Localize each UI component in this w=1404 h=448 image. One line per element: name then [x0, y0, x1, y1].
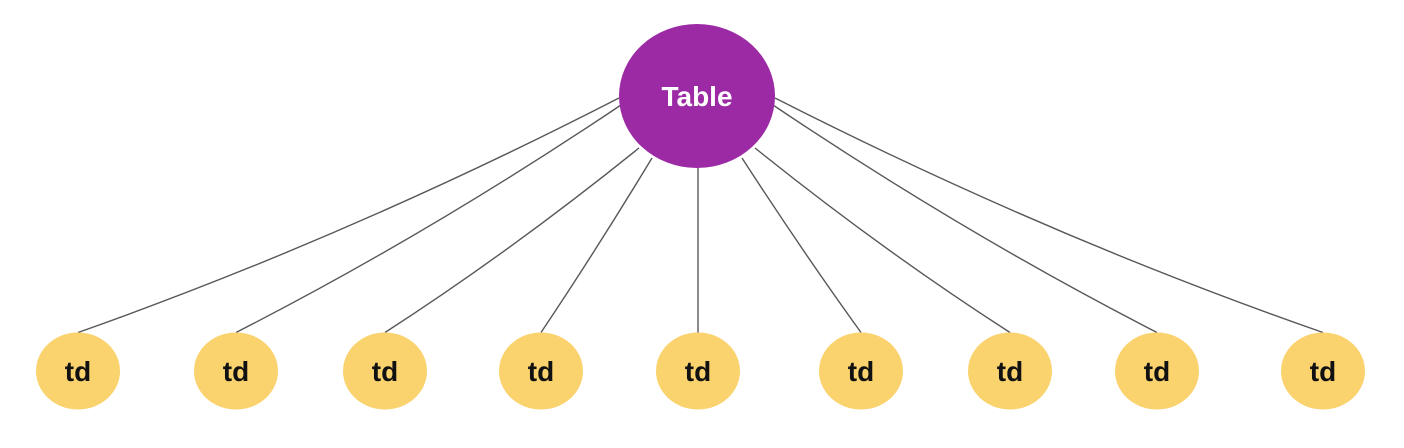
- node-td-9-shape: [1281, 332, 1365, 410]
- node-td-7: td: [968, 332, 1052, 410]
- node-td-7-shape: [968, 332, 1052, 410]
- node-td-1-shape: [36, 332, 120, 410]
- edge-table-td-6: [741, 157, 862, 333]
- edge-table-td-7: [754, 147, 1011, 334]
- edge-table-td-3: [384, 147, 640, 334]
- edge-table-td-8: [772, 104, 1158, 334]
- node-td-4-shape: [499, 332, 583, 410]
- node-td-3-shape: [343, 332, 427, 410]
- node-td-2-shape: [194, 332, 278, 410]
- node-td-6-shape: [819, 332, 903, 410]
- edge-table-td-4: [540, 157, 653, 333]
- node-td-5: td: [656, 332, 740, 410]
- node-td-5-shape: [656, 332, 740, 410]
- node-td-2: td: [194, 332, 278, 410]
- edge-table-td-2: [235, 104, 622, 334]
- node-table: Table: [619, 24, 775, 168]
- node-td-3: td: [343, 332, 427, 410]
- edge-table-td-9: [774, 97, 1324, 334]
- node-td-9: td: [1281, 332, 1365, 410]
- node-td-8: td: [1115, 332, 1199, 410]
- node-td-4: td: [499, 332, 583, 410]
- node-td-1: td: [36, 332, 120, 410]
- node-td-8-shape: [1115, 332, 1199, 410]
- node-td-6: td: [819, 332, 903, 410]
- edges-layer: [77, 97, 1324, 334]
- node-table-shape: [619, 24, 775, 168]
- edge-table-td-1: [77, 97, 620, 334]
